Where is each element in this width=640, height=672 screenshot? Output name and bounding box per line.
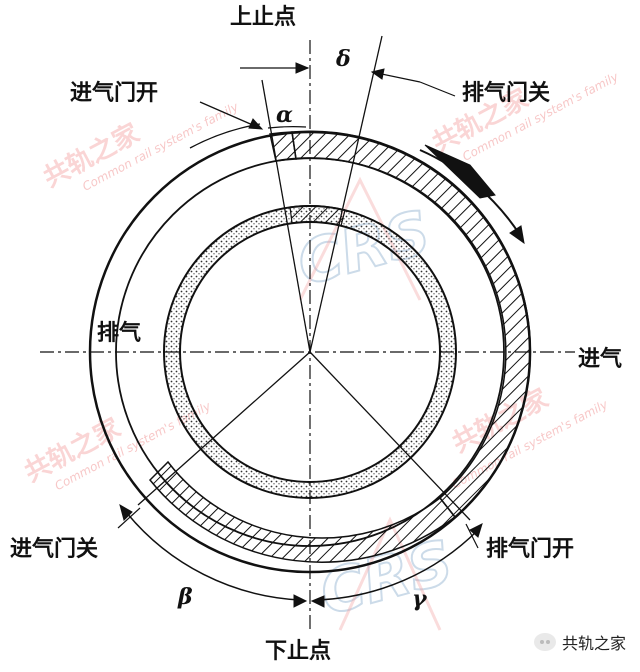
rotation-arrow: [509, 225, 525, 245]
label-intake-close: 进气门关: [10, 536, 98, 562]
rotation-arrow-bold: [424, 144, 496, 199]
gamma-arc: [315, 529, 479, 601]
exhaust-open-leader: [465, 523, 479, 549]
axes-group: [40, 35, 575, 630]
angle-markers: [117, 62, 525, 608]
label-delta: δ: [335, 46, 351, 72]
intake-open-leader: [199, 101, 256, 127]
crs-roof-1: [298, 176, 422, 301]
intake-open-arrow: [248, 118, 264, 130]
delta-dim-arrow: [370, 68, 385, 80]
top-left-arc: [189, 123, 261, 149]
exhaust-open-radial: [309, 351, 471, 521]
label-exhaust-open: 排气门开: [486, 536, 574, 562]
dotted-band-top-hatch: [289, 205, 346, 227]
label-bottom-dead-center: 下止点: [265, 638, 331, 664]
wechat-icon: [533, 633, 556, 651]
crs-roof-2: [338, 516, 442, 631]
top-dim-arrow: [295, 62, 310, 74]
intake-close-radial: [137, 351, 311, 506]
gamma-arrow-end: [469, 523, 483, 538]
labels-group: 上止点 进气门开 排气门关 排气 进气 进气门关 排气门开 下止点 α δ β …: [10, 4, 622, 664]
beta-arrow-end: [293, 594, 308, 608]
label-beta: β: [177, 584, 193, 610]
gamma-arrow-start: [310, 595, 325, 608]
exhaust-close-radial: [309, 35, 383, 353]
exhaust-close-leader: [419, 81, 456, 97]
intake-close-leader: [117, 507, 141, 529]
beta-arrow-start: [119, 503, 133, 521]
account-watermark: 共轨之家: [533, 630, 626, 654]
label-alpha: α: [276, 102, 293, 128]
beta-arc: [125, 511, 301, 601]
label-gamma: γ: [412, 586, 428, 612]
label-top-dead-center: 上止点: [230, 4, 296, 30]
label-intake: 进气: [578, 346, 622, 372]
label-exhaust: 排气: [97, 320, 141, 346]
intake-open-radial: [261, 79, 311, 353]
label-intake-open: 进气门开: [70, 80, 158, 106]
outer-hatched-band-bottom: [148, 460, 457, 563]
label-exhaust-close: 排气门关: [462, 80, 550, 106]
alpha-arc: [267, 125, 307, 129]
account-label: 共轨之家: [561, 634, 626, 653]
